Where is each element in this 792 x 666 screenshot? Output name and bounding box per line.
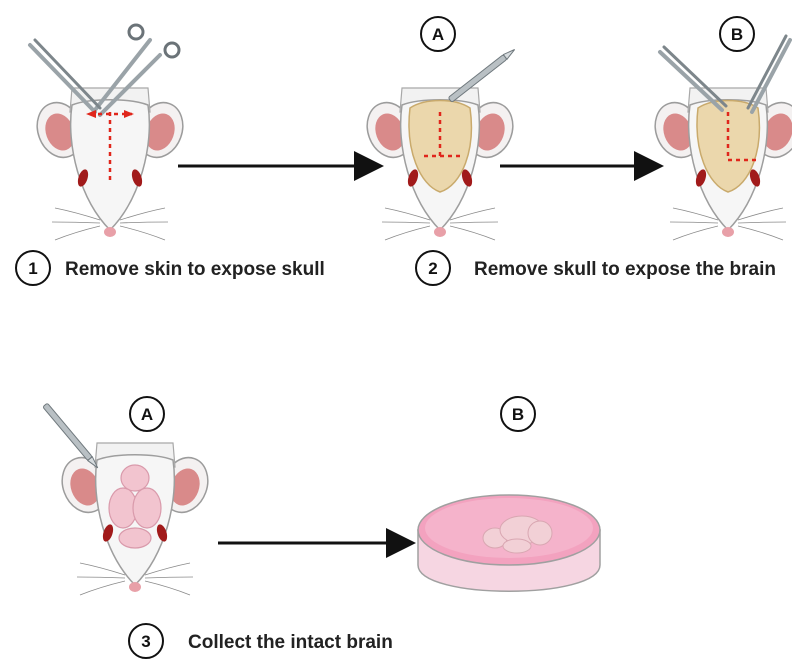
badge-step2-b: B (720, 17, 754, 51)
step1-mouse-head (30, 25, 190, 240)
svg-text:B: B (512, 405, 524, 424)
step3-text: Collect the intact brain (188, 632, 393, 653)
badge-step2-a: A (421, 17, 455, 51)
scalpel-icon (448, 47, 516, 102)
step1-number: 1 (28, 259, 37, 278)
step3-number: 3 (141, 632, 150, 651)
step3a-mouse-head (43, 403, 216, 595)
step3-label: 3 Collect the intact brain (129, 624, 393, 658)
badge-step3-b: B (501, 397, 535, 431)
svg-text:B: B (731, 25, 743, 44)
step2a-mouse-head (360, 47, 520, 240)
step2-number: 2 (428, 259, 437, 278)
svg-text:A: A (141, 405, 153, 424)
step1-label: 1 Remove skin to expose skull (16, 251, 325, 285)
step2b-mouse-head (648, 36, 792, 240)
scalpel-icon-step3 (43, 403, 100, 470)
step1-text: Remove skin to expose skull (65, 259, 325, 280)
badge-step3-a: A (130, 397, 164, 431)
step2-text: Remove skull to expose the brain (474, 259, 776, 280)
svg-text:A: A (432, 25, 444, 44)
step2-label: 2 Remove skull to expose the brain (416, 251, 776, 285)
petri-dish (418, 495, 600, 591)
